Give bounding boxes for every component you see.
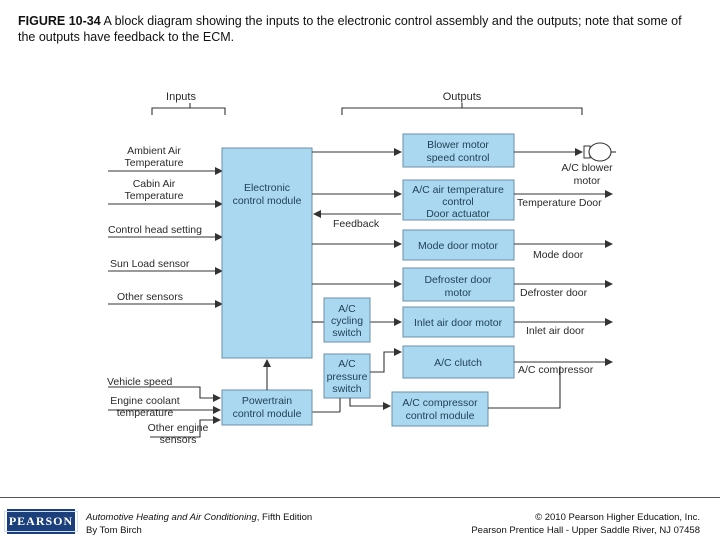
ac-air-temp-line2: control [442,196,474,208]
ecm-label-line1: Electronic [244,182,290,194]
output-ac-blower-line1: A/C blower [561,162,613,174]
blower-block-line2: speed control [426,152,489,164]
ac-comp-module-line2: control module [406,410,475,422]
blower-motor-icon [583,142,616,162]
inputs-header-bracket [151,103,226,115]
ac-pressure-line2: pressure [327,371,368,383]
input-cabin-line1: Cabin Air [133,178,176,190]
output-defroster-door: Defroster door [520,287,588,299]
input-other-engine-line2: sensors [160,434,197,446]
output-ac-compressor: A/C compressor [518,364,594,376]
input-control-head: Control head setting [108,224,202,236]
feedback-label: Feedback [333,218,380,230]
input-ambient-line2: Temperature [125,157,184,169]
pcm-block [221,389,313,426]
caption-text: A block diagram showing the inputs to th… [18,14,682,44]
input-coolant-line1: Engine coolant [110,395,180,407]
compressor-module-to-clutch-link [488,366,561,409]
output-inlet-air-door: Inlet air door [526,325,585,337]
ac-air-temp-line1: A/C air temperature [412,184,504,196]
outputs-header-bracket [341,103,583,115]
ac-clutch-block [402,345,515,379]
figure-caption: FIGURE 10-34 A block diagram showing the… [18,13,698,45]
input-coolant-line2: temperature [117,407,174,419]
mode-door-motor-label: Mode door motor [418,240,498,252]
output-mode-door: Mode door [533,249,584,261]
input-vehicle-speed: Vehicle speed [107,376,173,388]
defroster-line2: motor [445,287,472,299]
blower-speed-control-block [402,133,515,168]
ac-compressor-control-module-block [391,391,489,427]
ac-cycling-line2: cycling [331,315,363,327]
defroster-line1: Defroster door [424,274,492,286]
pcm-label-line2: control module [233,408,302,420]
book-title: Automotive Heating and Air Conditioning [86,512,257,523]
pressure-to-clutch-arrow [370,348,402,373]
vehicle-speed-arrow [108,386,221,402]
ac-cycling-switch-block [323,297,371,343]
input-ambient-line1: Ambient Air [127,145,181,157]
ac-comp-module-line1: A/C compressor [402,397,478,409]
ecm-block [221,147,313,359]
publisher-address: Pearson Prentice Hall - Upper Saddle Riv… [471,525,700,536]
input-other-engine-line1: Other engine [148,422,209,434]
ac-air-temp-line3: Door actuator [426,208,490,220]
inputs-header: Inputs [166,91,196,103]
ac-cycling-line3: switch [332,327,361,339]
pearson-logo-text: PEARSON [3,511,79,532]
blower-block-line1: Blower motor [427,139,489,151]
pressure-to-compressor-module-arrow [349,398,391,410]
outputs-header: Outputs [443,91,482,103]
ac-pressure-line1: A/C [338,358,356,370]
ac-cycling-line1: A/C [338,303,356,315]
book-edition: , Fifth Edition [256,512,313,523]
ac-pressure-switch-block [323,353,371,399]
input-other-sensors: Other sensors [117,291,183,303]
defroster-door-motor-block [402,267,515,302]
ac-pressure-line3: switch [332,383,361,395]
output-temperature-door: Temperature Door [517,197,602,209]
inlet-motor-label: Inlet air door motor [414,317,503,329]
mode-door-motor-block [402,229,515,261]
ac-air-temp-block [402,179,515,221]
publisher-info: © 2010 Pearson Higher Education, Inc. Pe… [471,511,700,537]
ecm-label-line2: control module [233,195,302,207]
book-citation: Automotive Heating and Air Conditioning,… [86,511,312,537]
input-cabin-line2: Temperature [125,190,184,202]
ac-clutch-label: A/C clutch [434,357,482,369]
footer-divider [0,497,720,498]
pearson-logo: PEARSON [3,509,79,534]
other-engine-sensors-arrow [150,416,221,438]
inlet-air-door-motor-block [402,306,515,338]
copyright: © 2010 Pearson Higher Education, Inc. [535,512,700,523]
figure-number: FIGURE 10-34 [18,14,101,28]
pcm-label-line1: Powertrain [242,395,292,407]
input-sun-load: Sun Load sensor [110,258,190,270]
output-ac-blower-line2: motor [574,175,601,187]
book-author: By Tom Birch [86,525,142,536]
book-title-line: Automotive Heating and Air Conditioning,… [86,511,312,524]
